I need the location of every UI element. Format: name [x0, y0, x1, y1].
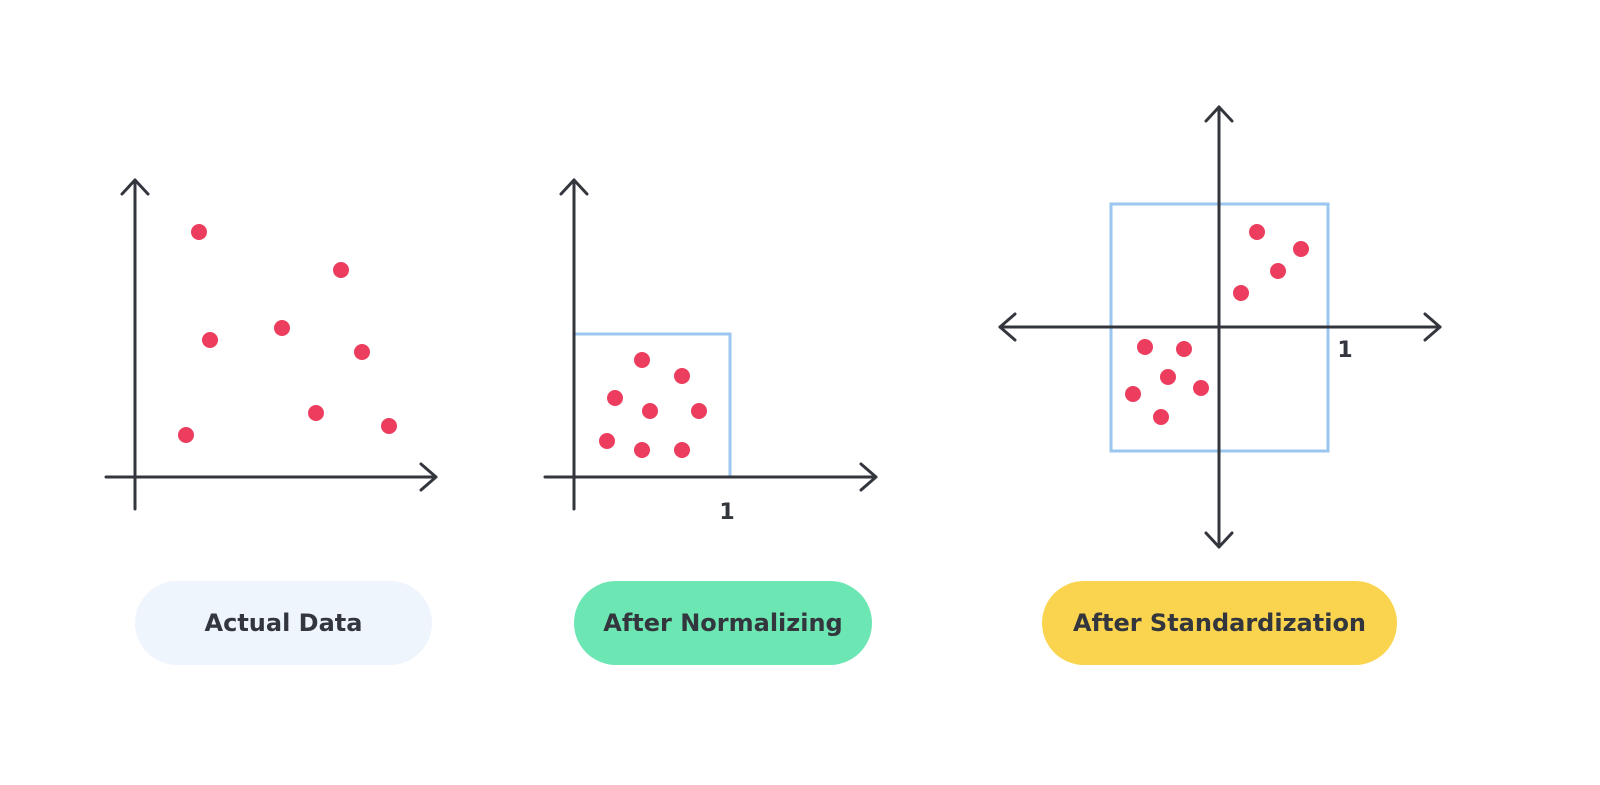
data-point	[274, 320, 290, 336]
actual-x-arrowhead	[419, 462, 438, 492]
standardization-y-arrowhead-bottom	[1204, 531, 1234, 549]
data-point	[202, 332, 218, 348]
normalizing-y-arrowhead	[559, 178, 589, 196]
normalizing-panel: 1	[543, 178, 878, 525]
data-point	[333, 262, 349, 278]
data-point	[691, 403, 707, 419]
standardization-panel: 1	[998, 105, 1442, 549]
normalizing-x-arrowhead	[859, 462, 878, 492]
actual-y-arrowhead	[120, 178, 150, 196]
data-point	[1233, 285, 1249, 301]
data-point	[674, 368, 690, 384]
data-point	[1193, 380, 1209, 396]
data-point	[1160, 369, 1176, 385]
data-point	[1293, 241, 1309, 257]
data-point	[599, 433, 615, 449]
data-point	[607, 390, 623, 406]
data-point	[1176, 341, 1192, 357]
standardization-x-arrowhead-right	[1423, 312, 1442, 342]
normalizing-axes	[543, 178, 878, 511]
actual-data-panel	[104, 178, 438, 511]
data-point	[308, 405, 324, 421]
after-normalizing-label: After Normalizing	[574, 581, 872, 665]
normalizing-points	[599, 352, 707, 458]
standardization-x-arrowhead-left	[998, 312, 1017, 342]
standardization-tick-label: 1	[1337, 338, 1352, 363]
standardization-points	[1125, 224, 1309, 425]
standardization-y-arrowhead-top	[1204, 105, 1234, 123]
actual-axes	[104, 178, 438, 511]
data-point	[1153, 409, 1169, 425]
actual-data-label: Actual Data	[135, 581, 432, 665]
data-point	[634, 442, 650, 458]
data-point	[642, 403, 658, 419]
data-point	[674, 442, 690, 458]
actual-points	[178, 224, 397, 443]
data-point	[634, 352, 650, 368]
data-point	[1125, 386, 1141, 402]
data-point	[178, 427, 194, 443]
data-point	[381, 418, 397, 434]
data-point	[1270, 263, 1286, 279]
data-point	[354, 344, 370, 360]
standardization-axes	[998, 105, 1442, 549]
data-point	[191, 224, 207, 240]
after-standardization-label: After Standardization	[1042, 581, 1397, 665]
normalizing-tick-label: 1	[719, 500, 734, 525]
data-point	[1137, 339, 1153, 355]
data-point	[1249, 224, 1265, 240]
